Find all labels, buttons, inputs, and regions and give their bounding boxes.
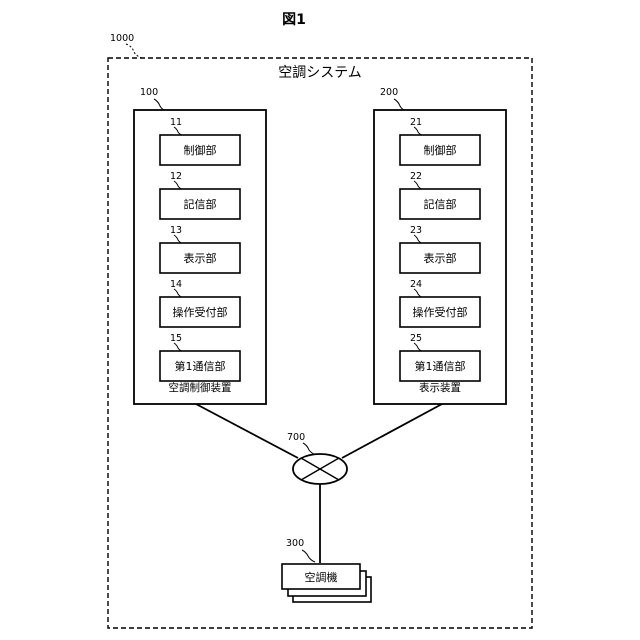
display-device-label: 表示装置 xyxy=(419,381,461,394)
controller-part-ref: 14 xyxy=(170,279,182,290)
controller-ref: 100 xyxy=(140,87,158,98)
controller-part-label: 操作受付部 xyxy=(173,305,228,319)
air-conditioner-label: 空調機 xyxy=(305,570,338,584)
network-ref: 700 xyxy=(287,432,305,443)
air-conditioning-controller: 100 11 制御部 12 記信部 13 表示部 14 操作受付部 15 第1通信部 空調制御装置 xyxy=(134,87,266,404)
figure-title: 図1 xyxy=(282,12,306,28)
controller-part-label: 表示部 xyxy=(184,251,217,265)
network-ref-leader xyxy=(303,443,316,455)
controller-part-label: 第1通信部 xyxy=(175,359,226,373)
display-device-part-label: 記信部 xyxy=(424,197,457,211)
display-device-part-label: 制御部 xyxy=(424,143,457,157)
air-conditioner: 300 空調機 xyxy=(282,538,371,602)
controller-part-ref: 11 xyxy=(170,117,182,128)
display-device-part-label: 操作受付部 xyxy=(413,305,468,319)
network-node: 700 xyxy=(287,432,347,484)
controller-part-label: 制御部 xyxy=(184,143,217,157)
display-device-part-ref: 23 xyxy=(410,225,422,236)
link-display-network xyxy=(342,404,442,458)
display-device-part-ref: 24 xyxy=(410,279,422,290)
system-ref: 1000 xyxy=(110,33,134,44)
display-device-ref: 200 xyxy=(380,87,398,98)
display-device-part-ref: 21 xyxy=(410,117,422,128)
controller-part-ref: 13 xyxy=(170,225,182,236)
controller-part-ref: 12 xyxy=(170,171,182,182)
display-device-part-label: 表示部 xyxy=(424,251,457,265)
display-device: 200 21 制御部 22 記信部 23 表示部 24 操作受付部 25 第1通信部 表示装置 xyxy=(374,87,506,404)
display-device-part-label: 第1通信部 xyxy=(415,359,466,373)
controller-label: 空調制御装置 xyxy=(169,381,232,394)
display-device-part-ref: 22 xyxy=(410,171,422,182)
system-ref-leader xyxy=(126,44,142,58)
link-controller-network xyxy=(196,404,298,458)
controller-part-label: 記信部 xyxy=(184,197,217,211)
system-label: 空調システム xyxy=(278,65,362,81)
display-device-part-ref: 25 xyxy=(410,333,422,344)
controller-part-ref: 15 xyxy=(170,333,182,344)
air-conditioner-ref-leader xyxy=(302,550,315,562)
air-conditioner-ref: 300 xyxy=(286,538,304,549)
